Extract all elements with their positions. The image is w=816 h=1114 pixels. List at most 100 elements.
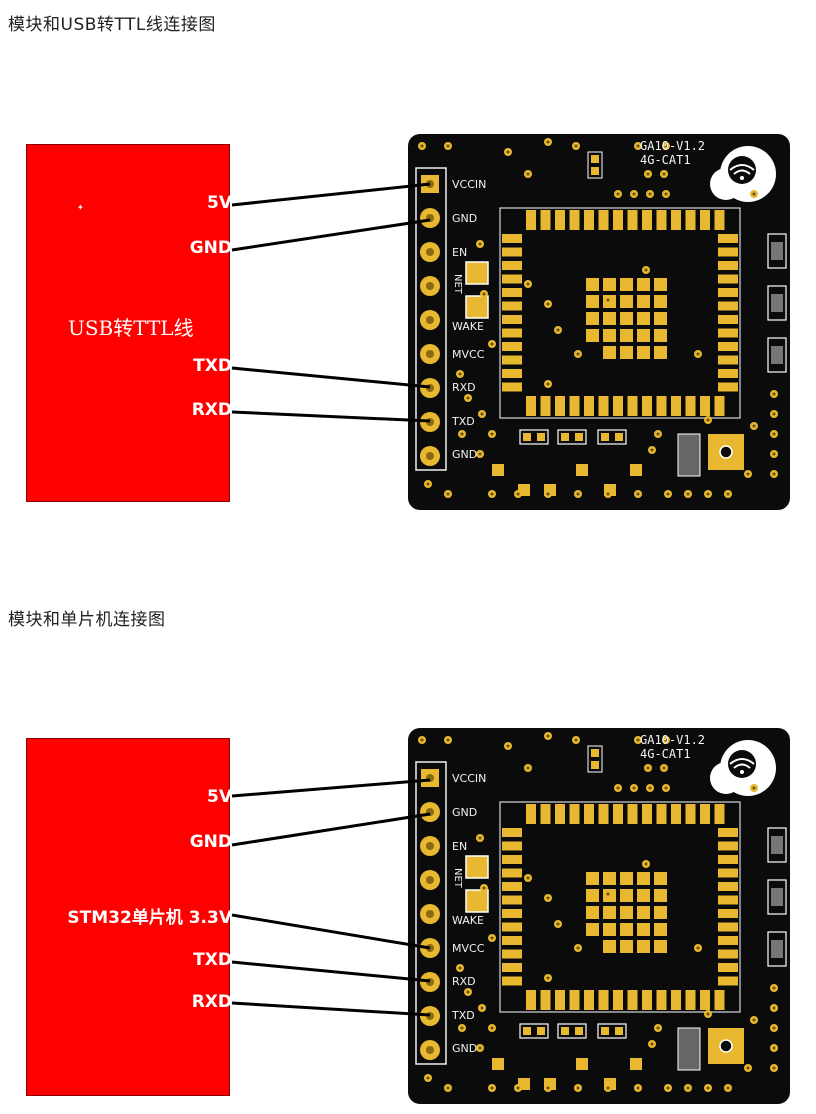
smd-part [767,931,787,967]
module-pad [627,990,638,1010]
module-pad [555,396,565,416]
smd-part [597,429,627,445]
module-pad [502,382,522,392]
module-pad [540,804,551,824]
board-silk-version: GA10-V1.2 [640,139,706,153]
module-pad [555,804,565,824]
module-pad [656,990,667,1010]
smd-part [767,879,787,915]
via-hole [772,392,776,396]
pin-label-gnd: GND [452,212,478,225]
via-hole [696,352,700,356]
module-outline [499,207,741,419]
via-hole [546,896,550,900]
header-pin-hole [426,842,434,850]
via-hole [636,738,640,742]
via-hole [772,412,776,416]
smd-part [767,337,787,373]
pin-label-txd: TXD [452,415,475,428]
module-pad [671,990,681,1010]
diagram1-caption: 模块和USB转TTL线连接图 [8,15,216,35]
module-pad [613,396,623,416]
signal-5v: 5V [207,787,232,807]
via-hole [752,786,756,790]
center-pad [637,312,650,325]
center-pad [654,278,667,291]
module-pad [584,804,594,824]
board-silk-version: GA10-V1.2 [640,733,706,747]
module-pad [718,882,738,891]
wire-rxd [231,1001,431,1017]
smd-part [519,429,549,445]
header-pin-hole [426,418,434,426]
smd-pad [561,433,569,441]
wire-gnd [231,218,431,252]
module-pad [584,210,594,230]
center-pad [586,872,599,885]
module-pad [714,804,725,824]
via-hole [636,492,640,496]
smd-pad [615,433,623,441]
via-hole [506,150,510,154]
via-hole [576,1086,580,1090]
module-pad [718,288,738,297]
pin-label-en: EN [452,840,468,853]
via-hole [482,292,486,296]
smd-body [771,836,783,854]
smd-pad [523,1027,531,1035]
pcb-board-graphic [408,728,790,1104]
via-hole [772,986,776,990]
via-hole [478,836,482,840]
via-hole [482,886,486,890]
smd-part [557,1023,587,1039]
module-pad [718,315,738,324]
header-pin-hole [426,910,434,918]
via-hole [752,192,756,196]
module-pad [627,210,638,230]
module-pad [642,396,652,416]
pin-label-gnd2: GND [452,448,478,461]
net-label: NET [452,274,463,294]
module-pad [502,909,522,918]
via-hole [526,282,530,286]
via-hole [706,418,710,422]
module-pad [502,247,522,257]
header-pin-hole [426,1012,434,1020]
pin-label-vccin: VCCIN [452,772,487,785]
via-hole [526,766,530,770]
header-pin-hole [426,452,434,460]
via-hole [546,492,550,496]
antenna-ring [719,445,733,459]
usb-ttl-title: USB转TTL线 [68,316,194,340]
wire-5v [231,778,431,798]
module-pad [656,396,667,416]
via-hole [576,352,580,356]
module-pad [540,396,551,416]
smd-body [771,242,783,260]
mcu-diagram: 5V GND STM32单片机 3.3V TXD RXD GA10-V1.2 4… [0,728,816,1108]
via-hole [480,412,484,416]
via-hole [772,472,776,476]
module-pad [502,328,522,338]
header-pin-hole [426,384,434,392]
header-pin-hole [426,1046,434,1054]
via-hole [490,1026,494,1030]
smd-part [767,233,787,269]
via-hole [478,242,482,246]
via-hole [490,342,494,346]
via-hole [546,140,550,144]
pin-label-txd: TXD [452,1009,475,1022]
module-pad [613,804,623,824]
smd-body [771,346,783,364]
smd-body [771,888,783,906]
module-pad [502,976,522,986]
module-pad [718,909,738,918]
via-hole [478,1046,482,1050]
module-pad [502,895,522,905]
via-hole [636,144,640,148]
center-pad [637,295,650,308]
smd-pad [601,433,609,441]
module-pad [540,990,551,1010]
smd-pad [591,155,599,163]
module-pad [700,804,710,824]
